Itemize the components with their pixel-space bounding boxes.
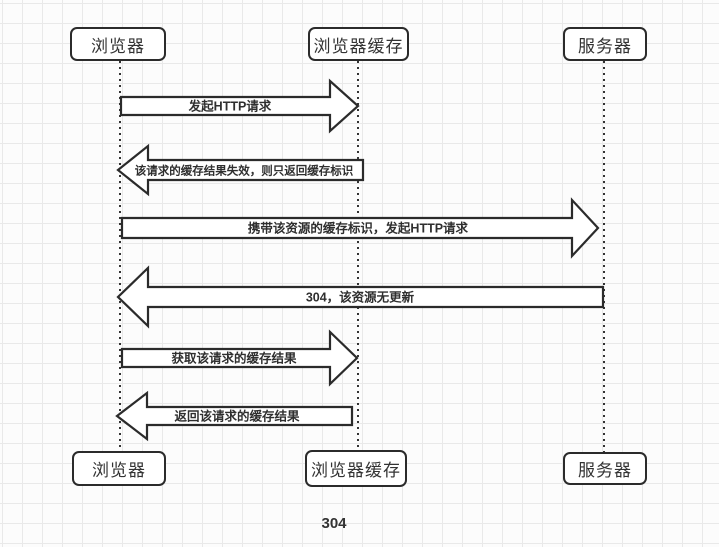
actor-label: 服务器 — [578, 36, 632, 56]
actor-browser-bottom: 浏览器 — [72, 451, 166, 486]
block-arrow-left — [116, 143, 365, 197]
actor-label: 浏览器缓存 — [311, 461, 401, 480]
diagram-caption: 304 — [321, 515, 347, 532]
message-arrow-http-request: 发起HTTP请求 — [119, 78, 360, 134]
message-label: 携带该资源的缓存标识，发起HTTP请求 — [248, 221, 469, 236]
message-label: 返回该请求的缓存结果 — [174, 409, 300, 424]
message-arrow-cache-invalid: 该请求的缓存结果失效，则只返回缓存标识 — [116, 143, 365, 197]
actor-browser-cache-bottom: 浏览器缓存 — [305, 450, 407, 487]
block-arrow-left — [115, 390, 354, 442]
actor-browser-top: 浏览器 — [70, 27, 166, 61]
actor-browser-cache-top: 浏览器缓存 — [308, 27, 409, 61]
message-arrow-get-cached-result: 获取该请求的缓存结果 — [120, 329, 359, 387]
block-arrow-right — [119, 78, 360, 134]
block-arrow-right — [120, 329, 359, 387]
actor-label: 服务器 — [578, 461, 632, 480]
message-arrow-request-with-etag: 携带该资源的缓存标识，发起HTTP请求 — [120, 197, 600, 259]
message-label: 获取该请求的缓存结果 — [171, 351, 297, 366]
message-label: 该请求的缓存结果失效，则只返回缓存标识 — [135, 164, 354, 178]
message-label: 发起HTTP请求 — [188, 99, 272, 114]
actor-server-top: 服务器 — [563, 27, 647, 61]
actor-label: 浏览器缓存 — [313, 36, 404, 56]
message-label: 304，该资源无更新 — [306, 290, 415, 305]
actor-label: 浏览器 — [92, 461, 146, 480]
block-arrow-left — [116, 265, 605, 329]
block-arrow-right — [120, 197, 600, 259]
message-arrow-return-cached-result: 返回该请求的缓存结果 — [115, 390, 354, 442]
message-arrow-304-not-modified: 304，该资源无更新 — [116, 265, 605, 329]
actor-server-bottom: 服务器 — [563, 452, 647, 485]
actor-label: 浏览器 — [91, 36, 145, 56]
